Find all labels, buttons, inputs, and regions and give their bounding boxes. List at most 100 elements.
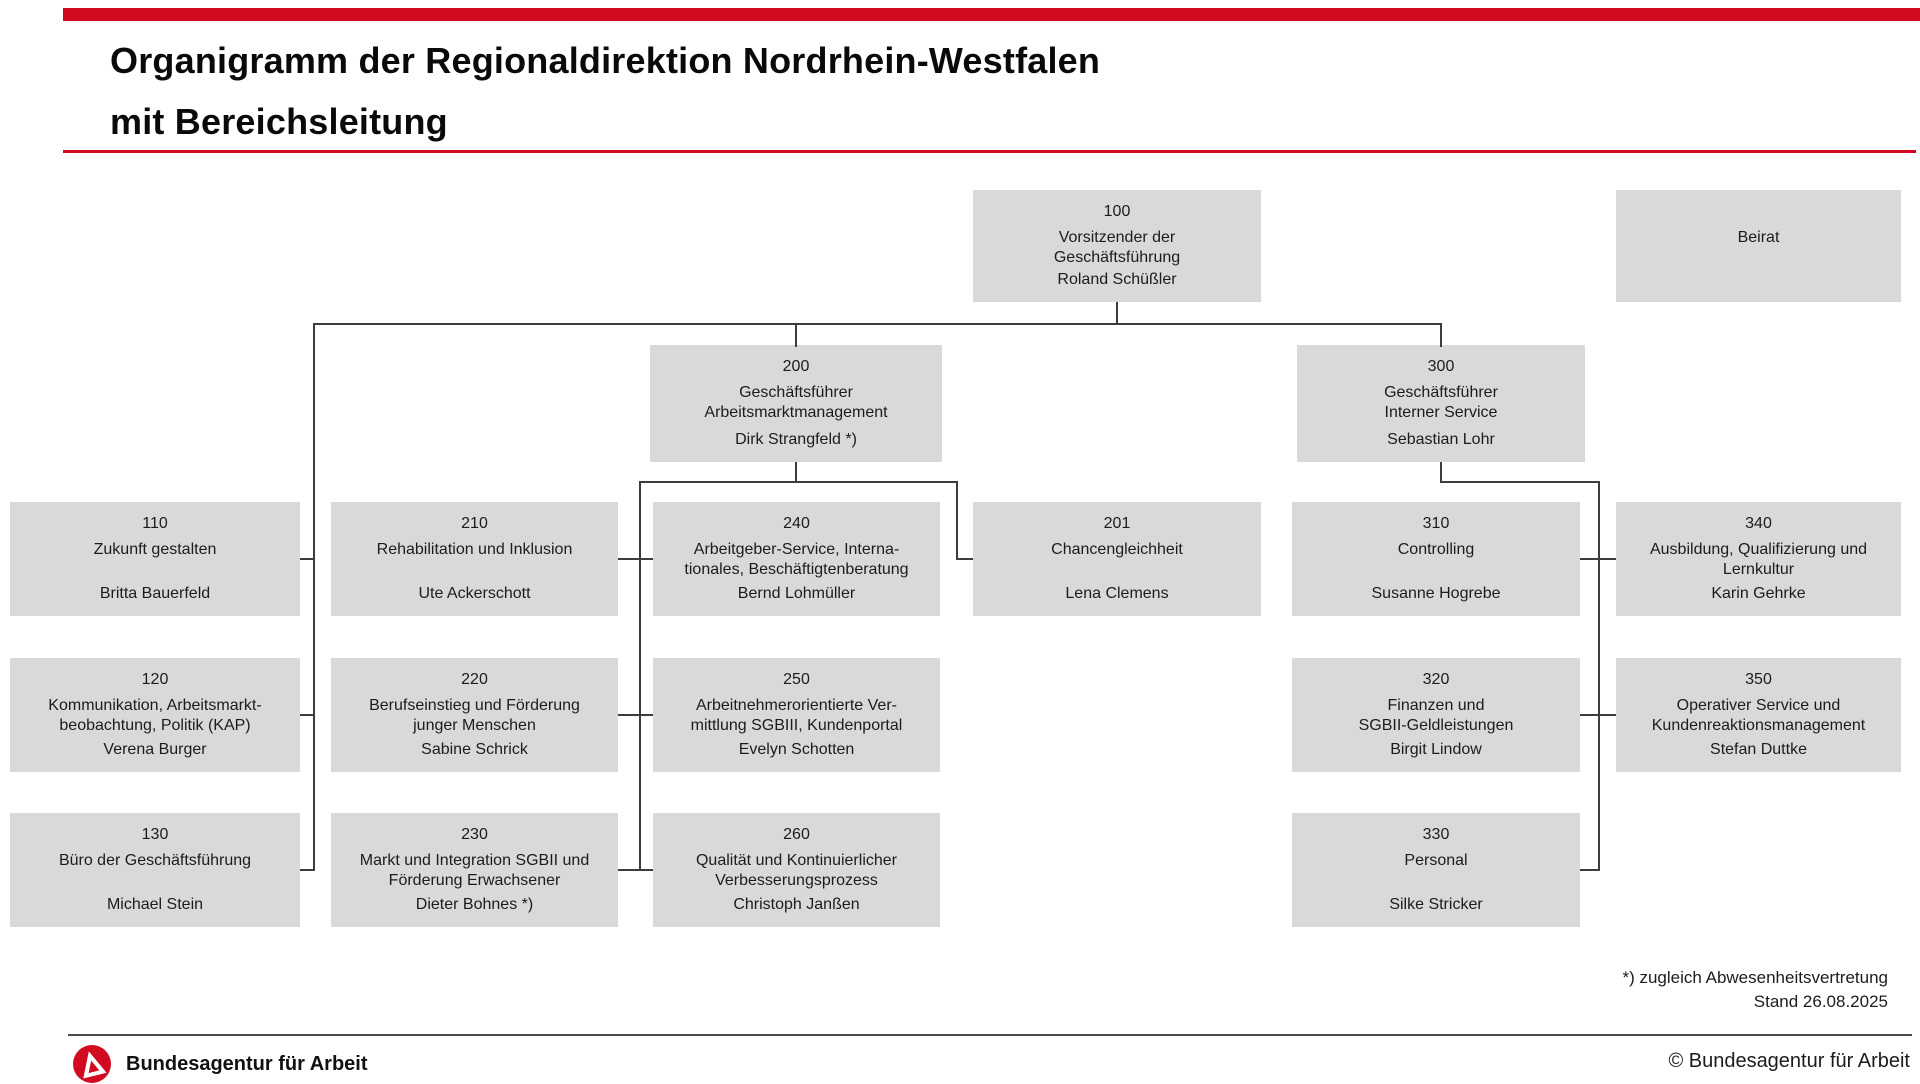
org-node-person: Stefan Duttke [1710, 741, 1807, 758]
connector-line [1440, 323, 1442, 347]
org-node-code: 240 [783, 515, 810, 532]
org-node-person: Evelyn Schotten [738, 741, 855, 758]
org-node-code: 250 [783, 671, 810, 688]
org-node-code: 230 [461, 826, 488, 843]
connector-line [639, 481, 641, 871]
org-node-person: Roland Schüßler [1057, 271, 1177, 288]
org-node-person: Silke Stricker [1389, 896, 1483, 913]
org-node-code: 100 [1103, 203, 1131, 220]
org-node-title: Arbeitgeber-Service, Interna- tionales, … [684, 541, 909, 578]
org-node-title: Beirat [1737, 229, 1780, 246]
org-node-code: 350 [1745, 671, 1772, 688]
org-node-person: Bernd Lohmüller [737, 585, 856, 602]
org-node-title: Operativer Service und Kundenreaktionsma… [1651, 697, 1866, 734]
org-node-title: Markt und Integration SGBII und Förderun… [359, 852, 590, 889]
org-node-code: 340 [1745, 515, 1772, 532]
org-node-person: Dieter Bohnes *) [415, 896, 534, 913]
org-node-beirat: Beirat [1616, 190, 1901, 302]
org-node-code: 210 [461, 515, 488, 532]
org-node-title: Chancengleichheit [1051, 541, 1183, 558]
org-node-person: Christoph Janßen [733, 896, 860, 913]
org-node-title: Vorsitzender der Geschäftsführung [1053, 229, 1181, 266]
org-node-code: 201 [1103, 515, 1131, 532]
org-node-code: 330 [1422, 826, 1450, 843]
connector-line [1580, 714, 1616, 716]
org-node-title: Controlling [1397, 541, 1475, 558]
org-node-person: Ute Ackerschott [418, 585, 531, 602]
org-node-code: 300 [1427, 358, 1455, 375]
org-node-person: Verena Burger [103, 741, 207, 758]
org-node-person: Sebastian Lohr [1387, 431, 1495, 448]
connector-line [795, 323, 797, 347]
connector-line [956, 481, 958, 560]
org-node-person: Lena Clemens [1065, 585, 1169, 602]
connector-line [1440, 481, 1600, 483]
org-node-title: Arbeitnehmerorientierte Ver- mittlung SG… [690, 697, 903, 734]
org-node-code: 120 [141, 671, 169, 688]
connector-line [1580, 869, 1600, 871]
connector-line [1440, 462, 1442, 483]
title-underline [63, 150, 1916, 153]
org-node-title: Finanzen und SGBII-Geldleistungen [1358, 697, 1514, 734]
connector-line [1116, 302, 1118, 325]
connector-line [639, 481, 958, 483]
org-node-title: Kommunikation, Arbeitsmarkt- beobachtung… [48, 697, 262, 734]
connector-line [618, 714, 653, 716]
org-node-code: 130 [141, 826, 169, 843]
org-node-code: 260 [783, 826, 810, 843]
org-node-code: 320 [1422, 671, 1450, 688]
connector-line [1598, 481, 1600, 871]
org-node-title: Personal [1404, 852, 1468, 869]
org-node-title: Zukunft gestalten [93, 541, 217, 558]
org-node-person: Michael Stein [106, 896, 204, 913]
org-node-code: 220 [461, 671, 488, 688]
org-node-person: Birgit Lindow [1390, 741, 1482, 758]
footnote: *) zugleich Abwesenheitsvertretung Stand… [1622, 968, 1888, 1011]
page-title: Organigramm der Regionaldirektion Nordrh… [110, 40, 1101, 142]
connector-line [1580, 558, 1616, 560]
connector-line [300, 869, 315, 871]
org-node-person: Susanne Hogrebe [1371, 585, 1501, 602]
org-node-title: Ausbildung, Qualifizierung und Lernkultu… [1649, 541, 1868, 578]
top-red-bar [63, 8, 1920, 21]
connector-line [300, 714, 315, 716]
connector-line [313, 323, 1442, 325]
org-node-title: Geschäftsführer Interner Service [1384, 384, 1498, 421]
org-node-code: 110 [142, 515, 168, 532]
bundesagentur-logo-icon [73, 1045, 111, 1083]
org-node-title: Qualität und Kontinuierlicher Verbesseru… [695, 852, 897, 889]
connector-line [313, 323, 315, 871]
copyright: © Bundesagentur für Arbeit [1668, 1050, 1910, 1072]
org-node-title: Rehabilitation und Inklusion [376, 541, 573, 558]
connector-line [618, 869, 653, 871]
org-node-person: Dirk Strangfeld *) [735, 431, 857, 448]
agency-logo: Bundesagentur für Arbeit [72, 1044, 368, 1084]
org-node-title: Berufseinstieg und Förderung junger Mens… [369, 697, 580, 734]
org-node-title: Geschäftsführer Arbeitsmarktmanagement [704, 384, 888, 421]
agency-logo-text: Bundesagentur für Arbeit [126, 1052, 368, 1075]
connector-line [956, 558, 973, 560]
org-node-code: 310 [1422, 515, 1450, 532]
org-node-code: 200 [782, 358, 810, 375]
footer-divider [68, 1034, 1912, 1036]
connector-line [618, 558, 653, 560]
org-node-person: Karin Gehrke [1711, 585, 1806, 602]
